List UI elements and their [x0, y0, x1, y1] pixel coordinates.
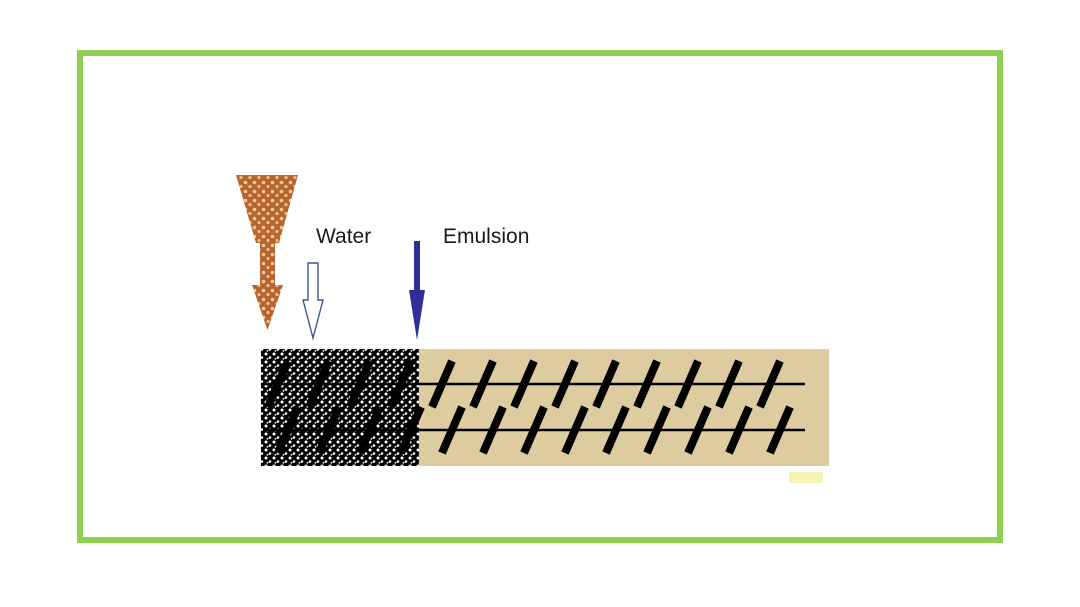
- mixer-paddle: [766, 405, 794, 455]
- aggregate-feed-arrow-icon: [252, 243, 283, 330]
- mixer-paddle: [397, 405, 425, 455]
- mixer-paddle: [561, 405, 589, 455]
- mixer-paddle: [520, 405, 548, 455]
- mixer-paddle: [305, 359, 333, 409]
- aggregate-hopper-icon: [236, 175, 298, 243]
- mixer-paddle: [633, 359, 661, 409]
- mixer-paddle: [602, 405, 630, 455]
- mixer-paddle: [356, 405, 384, 455]
- mixer-paddle: [346, 359, 374, 409]
- mixer-paddle: [643, 405, 671, 455]
- mixer-paddle: [428, 359, 456, 409]
- water-arrow-icon: [302, 262, 324, 341]
- mixer-paddle: [274, 405, 302, 455]
- mixer-paddle: [592, 359, 620, 409]
- mixer-paddle: [315, 405, 343, 455]
- mixer-paddles: [264, 359, 794, 455]
- mixer-paddle: [725, 405, 753, 455]
- frame-border: [77, 50, 1003, 543]
- small-patch: [789, 472, 823, 483]
- mixer-paddle: [438, 405, 466, 455]
- mixer-paddle: [715, 359, 743, 409]
- mixer-paddle: [756, 359, 784, 409]
- mixer-paddle: [684, 405, 712, 455]
- mixer-paddle: [674, 359, 702, 409]
- mixer-paddle: [479, 405, 507, 455]
- mixer-paddle: [469, 359, 497, 409]
- mixer-paddle: [551, 359, 579, 409]
- mixer-paddle: [510, 359, 538, 409]
- water-label: Water: [316, 225, 371, 248]
- pugmill-mixer: [261, 349, 829, 466]
- mixer-paddle: [264, 359, 292, 409]
- emulsion-arrow-icon: [409, 241, 425, 340]
- emulsion-label: Emulsion: [443, 225, 529, 248]
- mixer-paddle: [387, 359, 415, 409]
